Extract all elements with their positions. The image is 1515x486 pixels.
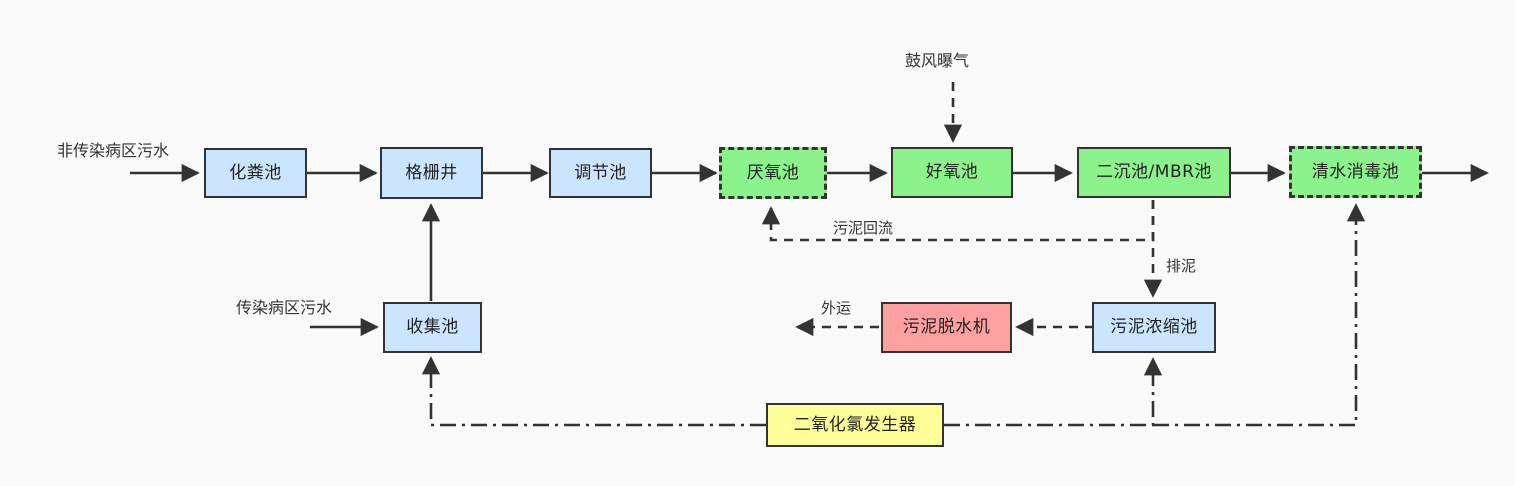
node-collection-tank[interactable]: 收集池 (383, 302, 482, 353)
node-label-collection-tank: 收集池 (406, 317, 459, 337)
node-clo2-generator[interactable]: 二氧化氯发生器 (766, 403, 944, 447)
node-aerobic-tank[interactable]: 好氧池 (891, 147, 1013, 198)
node-label-septic-tank: 化粪池 (229, 162, 282, 183)
node-anaerobic-tank[interactable]: 厌氧池 (719, 147, 827, 199)
edge-clo2-to-collection (421, 356, 766, 427)
edge-label-sludge-return: 污泥回流 (833, 219, 894, 237)
input-label-noninfectious: 非传染病区污水 (57, 141, 170, 160)
node-label-aerobic-tank: 好氧池 (925, 162, 979, 182)
edge-label-haul-away: 外运 (821, 299, 852, 317)
edge-sludge-return (761, 200, 1155, 242)
node-grille-well[interactable]: 格栅井 (380, 147, 483, 199)
node-clearwater-tank[interactable]: 清水消毒池 (1289, 146, 1422, 198)
edge-clo2-to-thickener (944, 357, 1163, 427)
node-septic-tank[interactable]: 化粪池 (204, 148, 307, 198)
node-label-sludge-thickener: 污泥浓缩池 (1110, 317, 1198, 337)
node-label-sludge-dewaterer: 污泥脱水机 (902, 317, 991, 337)
edge-label-sludge-discharge: 排泥 (1166, 257, 1197, 275)
node-label-clo2-generator: 二氧化氯发生器 (793, 414, 917, 435)
node-label-grille-well: 格栅井 (405, 162, 458, 183)
node-secondary-mbr-tank[interactable]: 二沉池/MBR池 (1077, 147, 1231, 198)
node-label-anaerobic-tank: 厌氧池 (746, 162, 800, 183)
node-sludge-thickener[interactable]: 污泥浓缩池 (1092, 302, 1216, 353)
node-label-secondary-mbr-tank: 二沉池/MBR池 (1096, 162, 1212, 182)
node-regulating-tank[interactable]: 调节池 (549, 148, 652, 198)
node-sludge-dewaterer[interactable]: 污泥脱水机 (881, 302, 1012, 353)
node-label-clearwater-tank: 清水消毒池 (1311, 161, 1400, 182)
node-label-regulating-tank: 调节池 (574, 162, 627, 183)
input-label-infectious: 传染病区污水 (236, 298, 333, 317)
edge-label-blower-aeration: 鼓风曝气 (905, 51, 970, 70)
